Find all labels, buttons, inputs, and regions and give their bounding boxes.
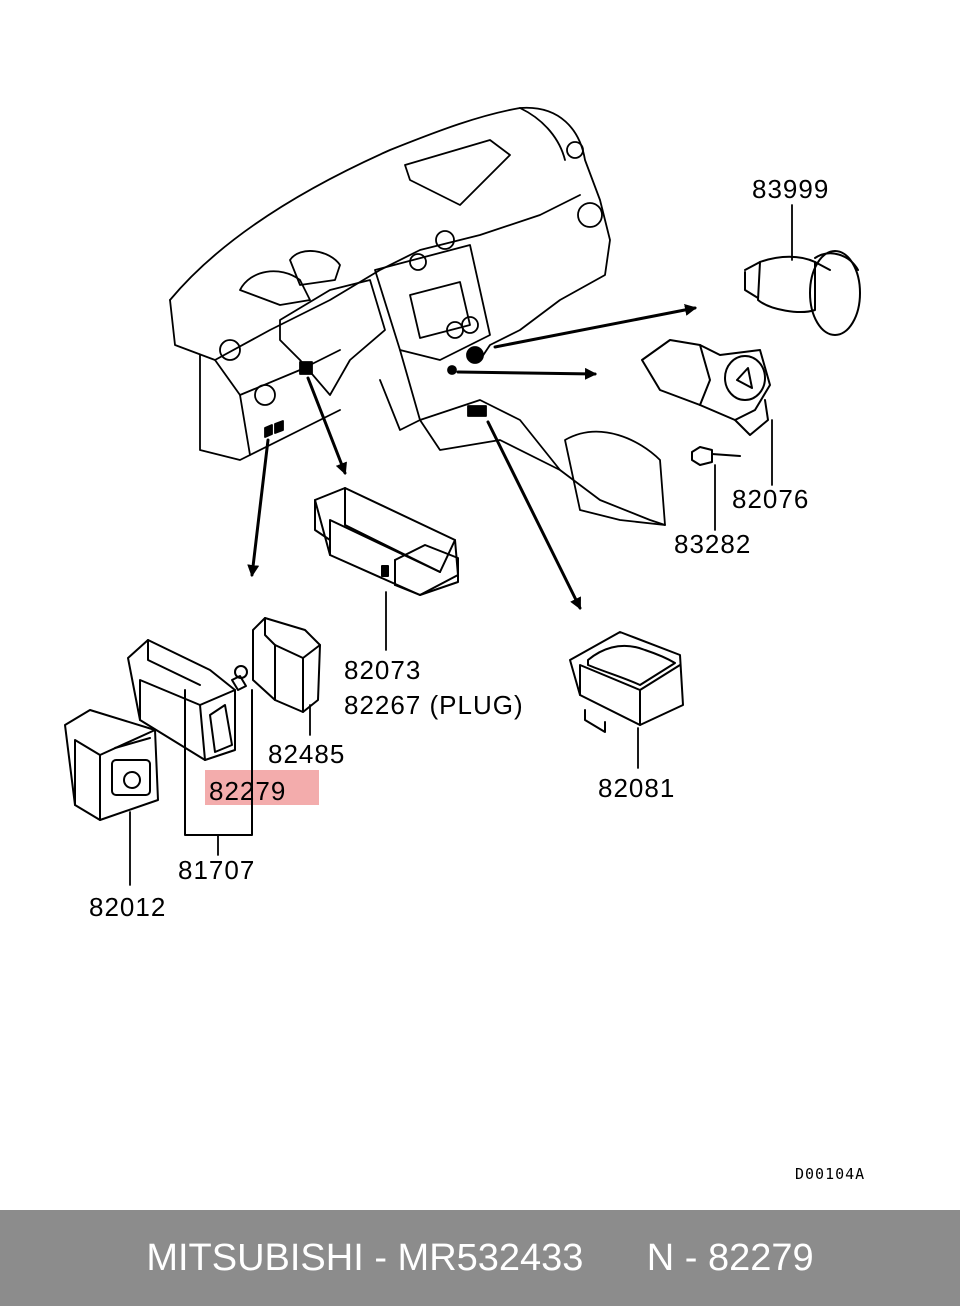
footer-part-info: MITSUBISHI - MR532433 N - 82279: [146, 1236, 814, 1279]
callout-82081: 82081: [598, 773, 676, 803]
drawing-code: D00104A: [795, 1165, 866, 1183]
callout-82076: 82076: [732, 484, 810, 514]
part-82076-drawing: [641, 339, 773, 531]
leader-arrows: [247, 304, 697, 610]
part-82081-drawing: [569, 631, 684, 769]
callout-83999: 83999: [752, 174, 830, 204]
part-82279-drawing: [231, 665, 248, 691]
part-82485-drawing: [252, 617, 321, 736]
callout-82012: 82012: [89, 892, 167, 922]
part-82073-drawing: [314, 487, 459, 651]
callout-82073: 82073: [344, 655, 422, 685]
callout-82279: 82279: [209, 776, 287, 806]
callout-83282: 83282: [674, 529, 752, 559]
callout-82267-plug: 82267 (PLUG): [344, 690, 524, 720]
part-81707-drawing: [127, 639, 253, 856]
parts-diagram: [64, 106, 861, 886]
callout-81707: 81707: [178, 855, 256, 885]
footer-bar: MITSUBISHI - MR532433 N - 82279: [0, 1210, 960, 1306]
part-82012-drawing: [64, 709, 159, 886]
callout-82485: 82485: [268, 739, 346, 769]
dashboard-drawing: [169, 106, 666, 526]
part-83999-drawing: [744, 204, 861, 336]
highlighted-part-marker: [205, 770, 319, 805]
